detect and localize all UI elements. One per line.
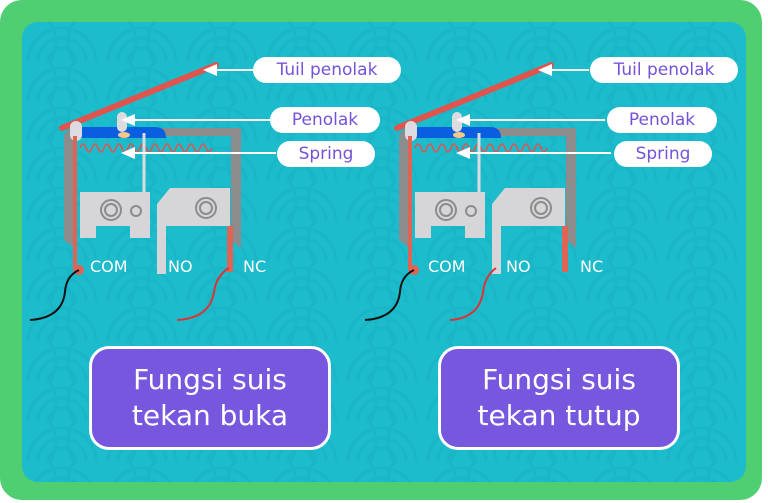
terminal-com-label: COM (428, 257, 466, 276)
terminal-nc-label: NC (580, 257, 604, 276)
lever-arm (59, 62, 219, 131)
terminal-no-label: NO (168, 257, 193, 276)
label-spring: Spring (614, 141, 712, 167)
label-tuil-penolak: Tuil penolak (590, 57, 738, 83)
caption-line-2: tekan buka (131, 399, 289, 432)
red-wire (449, 267, 497, 321)
black-wire (364, 269, 415, 321)
switch-closed (364, 62, 611, 321)
red-wire (176, 267, 230, 321)
lever-arm (394, 62, 554, 131)
caption-line-2: tekan tutup (477, 399, 641, 432)
com-terminal (408, 136, 412, 271)
terminal-no-label: NO (506, 257, 531, 276)
plunger (452, 112, 462, 132)
plunger (117, 112, 127, 132)
caption-line-1: Fungsi suis (482, 363, 636, 396)
switch-open (29, 62, 276, 321)
caption-line-1: Fungsi suis (133, 363, 287, 396)
label-penolak: Penolak (607, 107, 717, 133)
plunger-tip (453, 132, 465, 138)
spring-coil (414, 143, 548, 153)
nc-terminal (227, 226, 233, 272)
label-penolak: Penolak (270, 107, 380, 133)
label-spring: Spring (277, 141, 375, 167)
com-terminal (73, 136, 77, 271)
label-tuil-penolak: Tuil penolak (253, 57, 401, 83)
nc-terminal (562, 226, 568, 272)
black-wire (29, 269, 80, 321)
terminal-com-label: COM (90, 257, 128, 276)
terminal-nc-label: NC (243, 257, 267, 276)
plunger-tip (118, 132, 130, 138)
spring-coil (79, 143, 213, 153)
